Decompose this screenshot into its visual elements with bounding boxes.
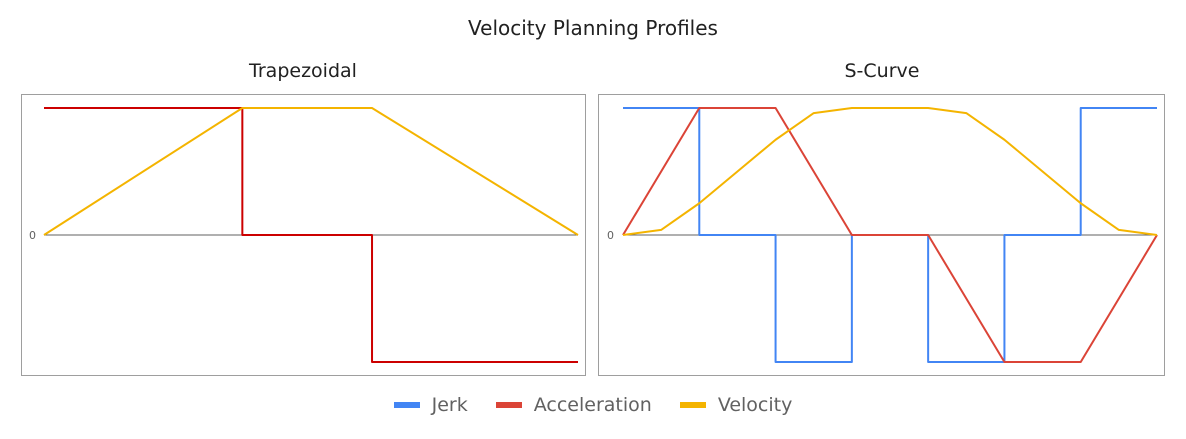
legend-label-acceleration: Acceleration <box>533 394 652 416</box>
plot-area-s-curve <box>598 94 1165 376</box>
legend-item-velocity: Velocity <box>679 394 793 416</box>
legend: Jerk Acceleration Velocity <box>0 394 1186 416</box>
s-curve-series-line-velocity <box>622 107 1158 236</box>
s-curve-series-line-acceleration <box>622 107 1158 363</box>
main-title: Velocity Planning Profiles <box>468 16 718 40</box>
y-tick-label-zero-right: 0 <box>607 229 614 242</box>
chart-title-s-curve: S-Curve <box>844 60 920 82</box>
plot-area-trapezoidal <box>21 94 586 376</box>
trapezoidal-chart <box>43 107 579 363</box>
trapezoidal-series-line-acceleration <box>44 107 578 363</box>
legend-swatch-velocity <box>679 402 706 408</box>
legend-item-acceleration: Acceleration <box>495 394 652 416</box>
legend-item-jerk: Jerk <box>393 394 468 416</box>
legend-swatch-jerk <box>393 402 420 408</box>
s-curve-chart <box>622 107 1158 363</box>
legend-swatch-acceleration <box>495 402 522 408</box>
legend-label-velocity: Velocity <box>717 394 793 416</box>
legend-label-jerk: Jerk <box>431 394 468 416</box>
chart-title-trapezoidal: Trapezoidal <box>249 60 357 82</box>
y-tick-label-zero-left: 0 <box>29 229 36 242</box>
trapezoidal-series-line-velocity <box>43 107 579 236</box>
